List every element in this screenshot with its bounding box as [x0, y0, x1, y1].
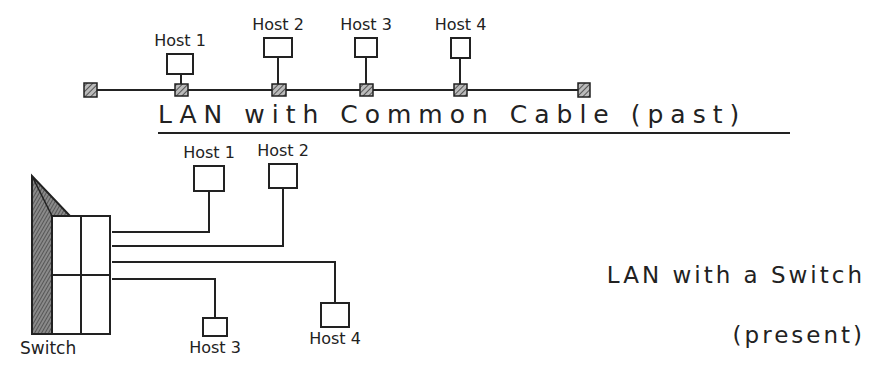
host-box: Host 2 [268, 163, 298, 189]
switch-label: Switch [20, 338, 76, 358]
bus-cable [92, 89, 586, 91]
host-box: Host 3 [202, 317, 228, 337]
host-box: Host 3 [354, 37, 378, 58]
host-label: Host 3 [340, 15, 392, 34]
host-label: Host 2 [252, 15, 304, 34]
taps [175, 84, 467, 96]
terminator [84, 83, 97, 97]
caption: LAN with Common Cable (past) [158, 100, 798, 129]
host-box: Host 1 [193, 165, 225, 192]
host-label: Host 4 [309, 329, 361, 348]
switch-drawing [30, 172, 112, 336]
host-box: Host 2 [263, 37, 293, 58]
host-box: Host 1 [166, 53, 194, 75]
cable [112, 262, 335, 302]
host-label: Host 3 [189, 338, 241, 357]
cable [112, 192, 209, 232]
host-box: Host 4 [450, 37, 471, 59]
underline [158, 132, 790, 134]
drop-lines [181, 58, 460, 84]
host-label: Host 1 [154, 31, 206, 50]
terminator [578, 83, 590, 97]
host-label: Host 2 [257, 141, 309, 160]
caption: LAN with a Switch (present) [470, 246, 865, 365]
host-label: Host 4 [435, 15, 487, 34]
cable [112, 189, 283, 246]
cable [112, 279, 215, 317]
switch-box: Switch [30, 172, 112, 336]
host-box: Host 4 [320, 302, 350, 328]
host-label: Host 1 [183, 143, 235, 162]
